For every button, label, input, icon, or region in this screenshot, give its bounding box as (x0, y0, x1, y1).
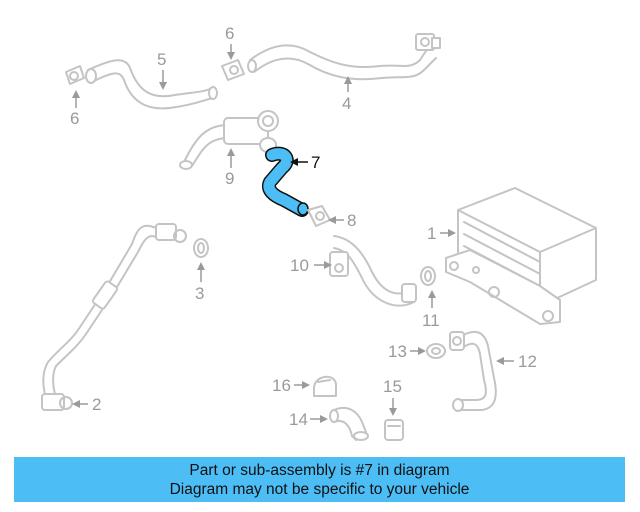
svg-text:5: 5 (157, 50, 166, 69)
svg-text:1: 1 (427, 224, 436, 243)
part-12-pipe (449, 330, 497, 412)
svg-text:6: 6 (225, 24, 234, 43)
callout-15: 15 (383, 377, 402, 416)
part-7-hose-highlighted (262, 146, 309, 217)
svg-text:14: 14 (289, 410, 308, 429)
info-banner: Part or sub-assembly is #7 in diagram Di… (14, 457, 625, 502)
parts-diagram: 5 6 6 4 9 7 8 1 3 10 (41, 24, 597, 441)
callout-2: 2 (72, 395, 101, 414)
part-3-o-ring (193, 238, 209, 258)
part-1-oil-cooler (445, 187, 597, 325)
svg-text:6: 6 (70, 109, 79, 128)
svg-text:3: 3 (195, 284, 204, 303)
callout-13: 13 (388, 342, 426, 361)
callout-5: 5 (157, 50, 167, 90)
svg-text:2: 2 (92, 395, 101, 414)
part-8-clamp (307, 205, 331, 227)
banner-line-part: Part or sub-assembly is #7 in diagram (189, 462, 450, 479)
part-9-tee-fitting (179, 110, 279, 170)
callout-6-left: 6 (70, 90, 80, 128)
callout-16: 16 (272, 376, 310, 395)
part-14-elbow-hose (329, 406, 369, 441)
svg-text:8: 8 (347, 211, 356, 230)
banner-line-disclaimer: Diagram may not be specific to your vehi… (169, 481, 470, 498)
part-16-cap (313, 375, 337, 397)
svg-text:11: 11 (422, 311, 440, 330)
callout-4: 4 (342, 76, 352, 113)
part-10-hose (329, 235, 417, 307)
callout-11: 11 (422, 290, 440, 330)
svg-text:7: 7 (311, 153, 320, 172)
svg-text:16: 16 (272, 376, 291, 395)
part-15-clip (384, 419, 404, 441)
svg-text:10: 10 (290, 256, 309, 275)
part-13-o-ring (426, 343, 446, 359)
part-2-pipe (41, 223, 187, 411)
part-6-clamp-right (221, 59, 245, 81)
callout-12: 12 (496, 352, 537, 371)
svg-text:13: 13 (388, 342, 407, 361)
svg-text:15: 15 (383, 377, 402, 396)
svg-text:12: 12 (518, 352, 537, 371)
svg-text:9: 9 (225, 169, 234, 188)
callout-3: 3 (195, 262, 205, 303)
part-5-hose (85, 59, 218, 110)
callout-8: 8 (328, 211, 356, 230)
callout-6-right: 6 (225, 24, 235, 60)
part-6-clamp-left (65, 65, 85, 85)
callout-1: 1 (427, 224, 456, 243)
callout-14: 14 (289, 410, 328, 429)
callout-7: 7 (290, 153, 320, 172)
svg-text:4: 4 (342, 94, 351, 113)
part-4-pipe (247, 33, 441, 81)
part-11-o-ring (420, 266, 436, 286)
callout-9: 9 (225, 148, 235, 188)
callout-10: 10 (290, 256, 332, 275)
